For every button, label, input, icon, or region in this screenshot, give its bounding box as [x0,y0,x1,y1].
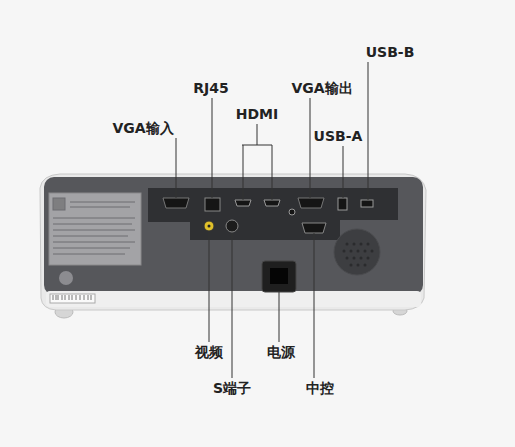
back-panel [44,177,423,295]
callout-label: VGA输出 [291,80,352,96]
usb-b-port [361,200,373,207]
barcode-sticker [50,294,95,303]
video-port [204,221,214,231]
hdmi-port [264,200,280,206]
rj45-port [205,198,220,211]
hdmi-port [235,200,251,206]
rs232-port [302,223,326,233]
barcode [53,295,91,300]
vga-out-port [298,198,324,208]
callout-label: RJ45 [193,80,228,96]
callout-label: VGA输入 [112,120,173,136]
power-inlet [270,268,288,284]
logo [59,271,73,285]
callout-label: USB-B [366,44,415,60]
shell-bottom [46,291,421,307]
sticker-lines [53,198,135,254]
callout-label: S端子 [213,380,251,396]
usb-a-port [338,198,347,210]
warning-sticker [49,193,141,265]
s-video-port [226,220,238,232]
vga-in-port [163,198,189,208]
callout-label: USB-A [314,128,363,144]
callout-label: 电源 [267,344,295,360]
video-port-pin [208,225,211,228]
audio-jack [289,209,295,215]
power-socket [262,261,296,292]
callout-label: 视频 [195,344,223,360]
leader-lines [176,62,368,378]
speaker-holes [343,243,374,267]
callout-label: HDMI [236,106,278,122]
speaker-grille [334,229,380,275]
callout-label: 中控 [306,380,334,396]
